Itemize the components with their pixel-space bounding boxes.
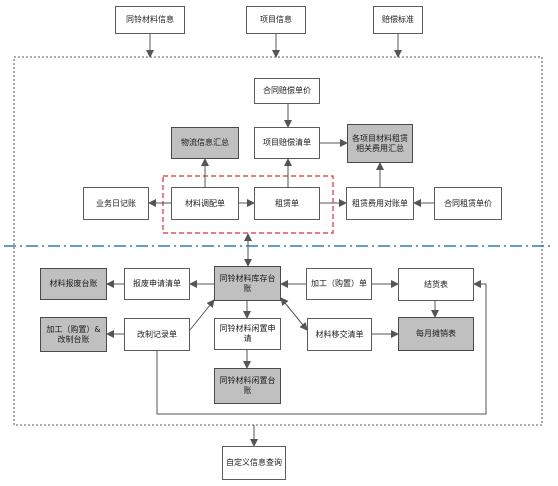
node-modification-record: 改制记录单 xyxy=(124,318,190,351)
node-shared-inventory-ledger: 同铃材料库存台账 xyxy=(214,266,281,301)
node-idle-ledger: 同铃材料闲置台账 xyxy=(214,368,281,404)
node-contract-comp-price: 合同赔偿单价 xyxy=(254,78,320,104)
edge-modification-to-inventory xyxy=(189,299,215,331)
node-project-comp-list: 项目赔偿清单 xyxy=(254,127,320,159)
node-idle-request: 同铃材料闲置申请 xyxy=(214,318,281,350)
node-material-transfer-order: 材料调配单 xyxy=(171,187,239,220)
node-rental-settlement: 租赁费用对账单 xyxy=(346,187,414,220)
node-project-info: 项目信息 xyxy=(246,6,306,34)
node-shared-material-info: 同铃材料信息 xyxy=(115,6,185,34)
node-shipment-table: 结货表 xyxy=(398,268,474,301)
node-project-rental-summary: 各项目材料租赁相关费用汇总 xyxy=(347,124,413,163)
node-scrap-request-list: 报废申请清单 xyxy=(124,268,190,300)
node-rental-order: 租赁单 xyxy=(254,187,320,220)
node-logistics-summary: 物流信息汇总 xyxy=(171,127,239,159)
node-custom-query: 自定义信息查询 xyxy=(222,446,286,480)
node-processing-order: 加工（购置）单 xyxy=(306,268,372,300)
edge-inventory-handover xyxy=(280,297,308,331)
node-contract-rental-price: 合同租赁单价 xyxy=(434,187,502,220)
node-processing-modification-ledger: 加工（购置）&改制台账 xyxy=(40,317,107,352)
node-business-diary: 业务日记账 xyxy=(83,187,149,220)
node-compensation-standard: 赔偿标准 xyxy=(373,6,423,34)
node-monthly-amortization: 每月摊销表 xyxy=(398,317,474,351)
node-scrap-ledger: 材料报废台账 xyxy=(40,268,107,300)
node-material-handover: 材料移交清单 xyxy=(307,318,372,351)
